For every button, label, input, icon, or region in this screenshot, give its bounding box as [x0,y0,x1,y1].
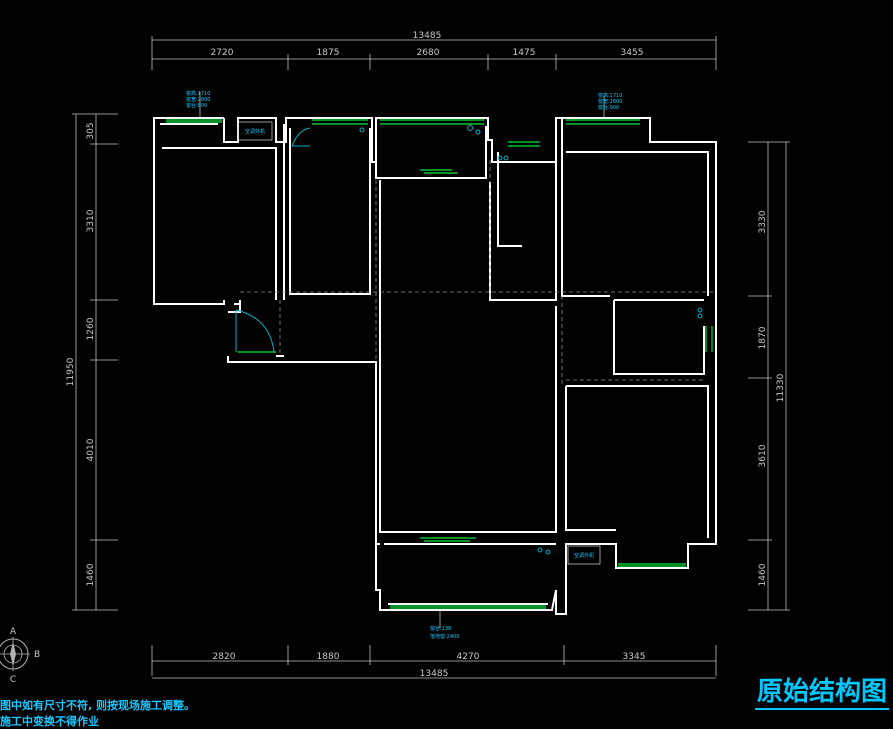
drawing-title: 原始结构图 [754,676,889,710]
ac-hole-label-1: 空调外机 [245,128,265,135]
top-dim-4: 1475 [513,48,536,58]
left-dim-2: 3310 [86,209,96,232]
right-dim-3: 3610 [758,444,768,467]
walls [153,117,717,615]
right-dim-2: 1870 [758,326,768,349]
right-dim-4: 1460 [758,563,768,586]
left-dim-1: 305 [86,122,96,139]
compass: A B C [0,627,40,685]
top-dim-5: 3455 [621,48,644,58]
ac-hole-box-1 [237,121,273,141]
left-dim-3: 1260 [86,317,96,340]
compass-south: C [10,675,16,685]
top-dim-1: 2720 [211,48,234,58]
top-total-dim: 13485 [413,31,442,41]
ac-hole-box-2 [567,545,601,565]
left-dim-4: 4010 [86,438,96,461]
top-dim-3: 2680 [417,48,440,58]
beam-lines [240,160,716,386]
window-note-tl: 窗高:1710 [186,90,210,97]
drawing-note-1: 图中如有尺寸不符, 则按现场施工调整。 [0,699,196,712]
bottom-dim-3: 4270 [457,652,480,662]
svg-text:窗台:900: 窗台:900 [598,104,619,111]
bottom-total-dim: 13485 [420,669,449,679]
top-dimension-chain: 13485 2720 1875 2680 1475 3455 [151,31,717,70]
compass-east: B [34,650,40,660]
svg-text:窗宽:2800: 窗宽:2800 [186,96,210,103]
window-notes: 窗高:1710 窗宽:2800 窗台:800 窗高:1710 窗宽:2600 窗… [186,90,622,640]
window-note-tr: 窗高:1710 [598,92,622,99]
left-dimension-chain: 11950 305 3310 1260 4010 1460 [66,113,118,611]
fixtures: 空调外机 空调外机 [237,121,703,565]
bottom-dimension-chain: 2820 1880 4270 3345 13485 [151,645,717,679]
right-total-dim: 11330 [776,373,786,402]
right-dim-1: 3330 [758,210,768,233]
compass-north: A [10,627,17,637]
svg-text:窗宽:2600: 窗宽:2600 [598,98,622,105]
bottom-dim-4: 3345 [623,652,646,662]
svg-text:窗台:800: 窗台:800 [186,102,207,109]
drawing-note-2: 施工中变换不得作业 [0,715,99,728]
doors [235,127,311,353]
ac-hole-label-2: 空调外机 [574,552,594,559]
top-dim-2: 1875 [317,48,340,58]
left-dim-5: 1460 [86,563,96,586]
bottom-dim-1: 2820 [213,652,236,662]
window-note-bottom: 窗台:138 [430,625,451,632]
svg-text:落地窗:2400: 落地窗:2400 [430,633,459,640]
bottom-dim-2: 1880 [317,652,340,662]
windows [166,119,713,609]
left-total-dim: 11950 [66,357,76,386]
right-dimension-chain: 3330 1870 3610 1460 11330 [748,141,790,611]
